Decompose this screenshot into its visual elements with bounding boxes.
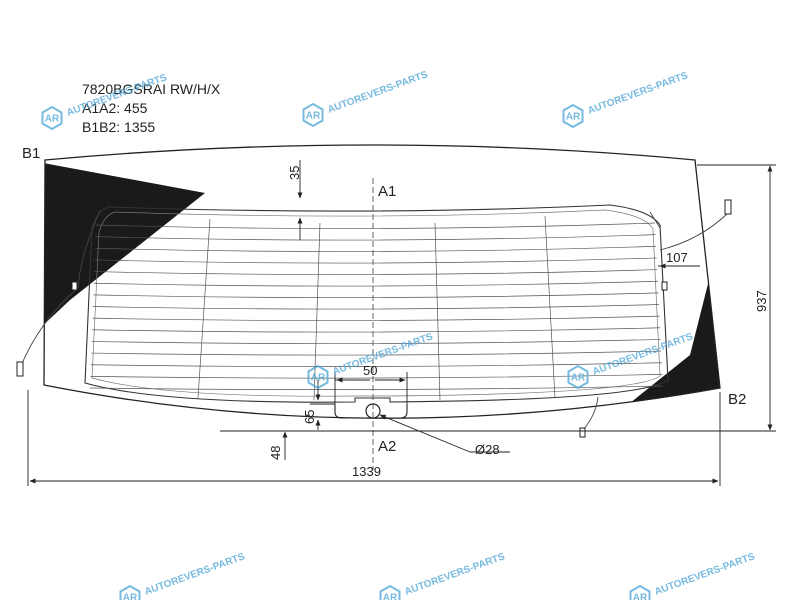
watermark-logo: AR (45, 114, 60, 125)
watermark-text: AUTOREVERS-PARTS (586, 70, 689, 117)
heater-bus-line (197, 218, 211, 399)
heater-line (95, 222, 656, 229)
watermark-logo: AR (566, 112, 581, 123)
heater-line (94, 257, 657, 264)
dim-notch-depth: 65 (302, 410, 317, 424)
heater-line (89, 385, 664, 390)
hexagon-logo-icon (302, 102, 324, 128)
watermark-logo: AR (633, 593, 648, 600)
hexagon-logo-icon (41, 105, 63, 131)
heater-line (93, 280, 658, 287)
label-a1: A1 (378, 183, 396, 200)
heater-line (95, 234, 656, 241)
label-b2: B2 (728, 391, 746, 408)
dim-height: 937 (754, 290, 769, 312)
watermark: AR AUTOREVERS-PARTS (629, 551, 757, 600)
dim-notch-width: 50 (363, 363, 377, 378)
heater-line (90, 362, 662, 367)
watermark-text: AUTOREVERS-PARTS (403, 551, 506, 598)
part-code: 7820BGSRAI RW/H/X (82, 81, 221, 97)
heater-bus-line (544, 215, 556, 399)
connector-right-outer (724, 199, 732, 215)
blackout-right (615, 268, 720, 415)
watermark-logo: AR (306, 111, 321, 122)
wiring (19, 209, 729, 431)
watermark: AR AUTOREVERS-PARTS (379, 551, 507, 600)
heater-line (92, 327, 661, 333)
watermark-logo: AR (383, 593, 398, 600)
heater-line (92, 315, 660, 321)
dim-side-offset: 107 (666, 250, 688, 265)
hexagon-logo-icon (629, 584, 651, 600)
watermark-text: AUTOREVERS-PARTS (326, 69, 429, 116)
watermark: AR AUTOREVERS-PARTS (562, 70, 690, 129)
watermark: AR AUTOREVERS-PARTS (41, 72, 169, 131)
heater-line (94, 269, 658, 275)
connectors (16, 199, 732, 438)
hexagon-logo-icon (562, 103, 584, 129)
heater-bus-line (434, 222, 441, 401)
dim-top-offset: 35 (287, 166, 302, 180)
watermark-logo: AR (123, 593, 138, 600)
connector-right-inner (661, 281, 668, 291)
blackout-left (44, 162, 205, 330)
label-a2: A2 (378, 438, 396, 455)
connector-left-outer (16, 361, 24, 377)
dim-hole-diameter: Ø28 (475, 442, 500, 457)
watermark-logo: AR (571, 373, 586, 384)
watermark-text: AUTOREVERS-PARTS (143, 551, 246, 598)
heater-line (93, 292, 659, 298)
dim-bottom-offset: 48 (268, 446, 283, 460)
heater-line (95, 245, 657, 252)
label-b1: B1 (22, 145, 40, 162)
watermarks: AR AUTOREVERS-PARTS AR AUTOREVERS-PARTS AR AU… (41, 69, 757, 600)
watermark-text: AUTOREVERS-PARTS (653, 551, 756, 598)
heater-line (91, 350, 662, 356)
a1a2-distance: A1A2: 455 (82, 100, 148, 116)
dimension-lines (27, 160, 776, 486)
watermark-logo: AR (311, 373, 326, 384)
watermark: AR AUTOREVERS-PARTS (302, 69, 430, 128)
hexagon-logo-icon (567, 364, 589, 390)
hexagon-logo-icon (119, 584, 141, 600)
dim-width: 1339 (352, 464, 381, 479)
heater-frame (84, 204, 669, 403)
hexagon-logo-icon (379, 584, 401, 600)
connector-bottom (579, 427, 586, 438)
b1b2-distance: B1B2: 1355 (82, 119, 156, 135)
heater-line (92, 304, 660, 310)
heater-bus-line (313, 222, 321, 401)
heater-grid (89, 215, 664, 401)
connector-left-inner (71, 281, 78, 291)
watermark-text: AUTOREVERS-PARTS (65, 72, 168, 119)
heater-line (91, 339, 661, 344)
blackout-top-left (210, 193, 520, 219)
watermark: AR AUTOREVERS-PARTS (119, 551, 247, 600)
glass-outline (43, 144, 721, 419)
hexagon-logo-icon (307, 364, 329, 390)
blackout-areas (44, 162, 720, 415)
heater-line (90, 374, 663, 379)
